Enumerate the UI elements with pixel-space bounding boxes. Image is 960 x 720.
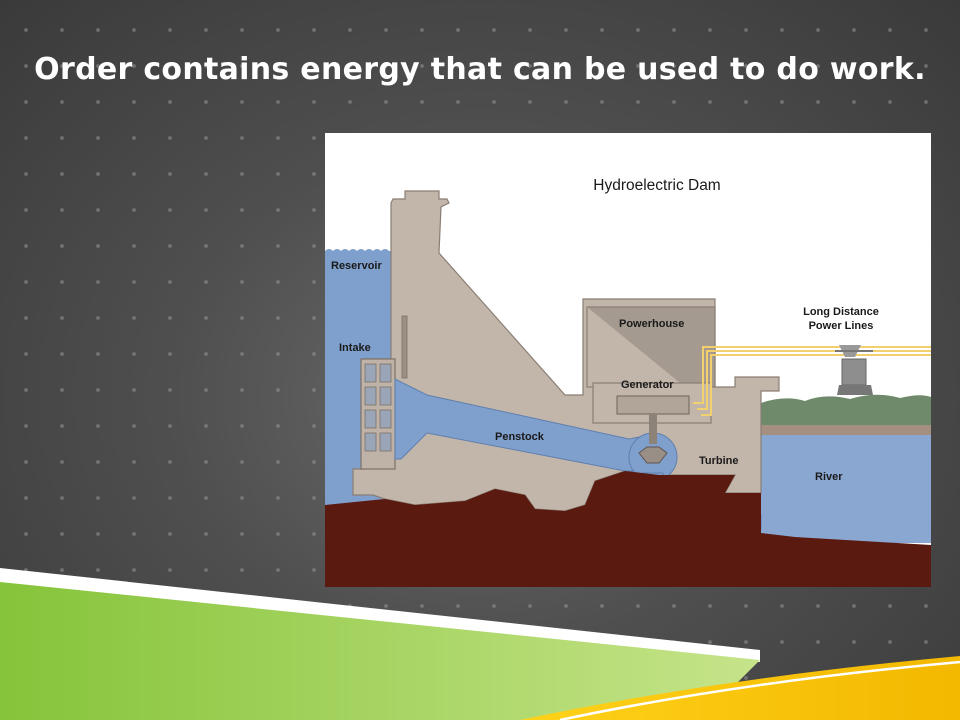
power-cables [693,346,931,416]
intake-label: Intake [339,342,371,354]
generator-shaft [649,414,657,444]
gate-slot [401,315,408,379]
powerhouse-label: Powerhouse [619,318,684,330]
shoreline-trees [761,394,931,433]
slide-title: Order contains energy that can be used t… [34,52,926,87]
reservoir-label: Reservoir [331,260,382,272]
intake-grate [360,358,396,470]
diagram-title: Hydroelectric Dam [593,177,720,194]
power-lines-label-line2: Power Lines [809,320,874,332]
hydroelectric-dam-diagram: Hydroelectric Dam Reservoir Intake Penst… [325,133,931,587]
penstock-label: Penstock [495,431,545,443]
turbine-runner [638,446,668,464]
powerhouse-shadow [587,307,715,387]
bottom-decoration [0,568,960,720]
generator-label: Generator [621,379,674,391]
penstock-channel [394,378,640,472]
transmission-tower [835,345,873,395]
turbine-label: Turbine [699,455,739,467]
power-lines-label-line1: Long Distance [803,306,879,318]
generator-rotor [616,395,690,415]
river-label: River [815,471,843,483]
white-swoosh-edge [559,660,960,720]
green-swoosh [0,582,760,720]
white-stripe [0,568,760,662]
ground [325,471,931,587]
river-water [725,413,931,543]
shoreline-rocks [761,425,931,435]
